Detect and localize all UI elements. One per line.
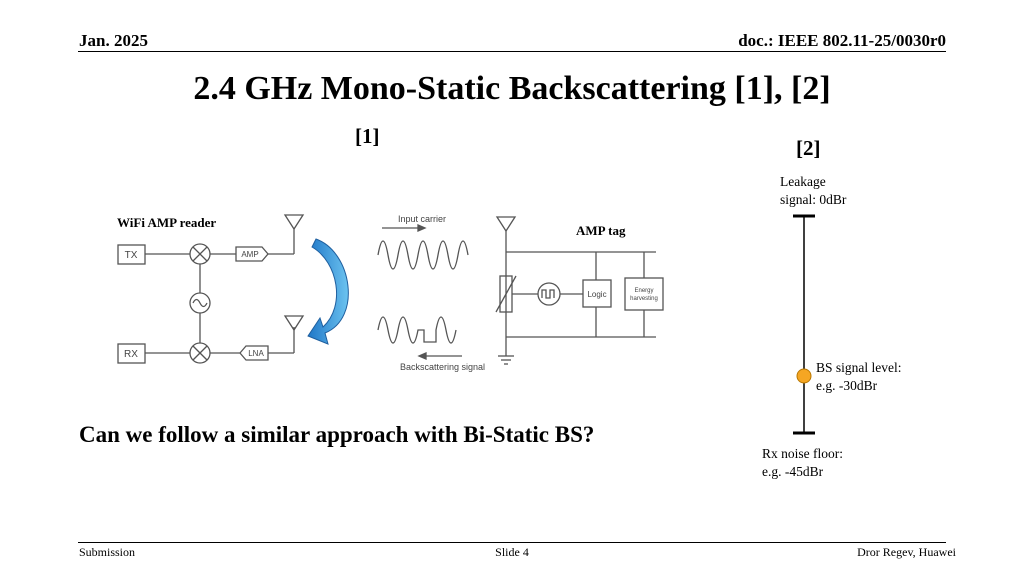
rx-antenna-icon [283,315,305,332]
energy-label-2: harvesting [630,296,658,302]
energy-label-1: Energy [634,288,653,294]
bs-line-1: BS signal level: [816,360,902,375]
signal-level-ladder [793,214,815,435]
header-rule [78,51,946,52]
tx-label: TX [125,250,138,261]
noise-line-1: Rx noise floor: [762,446,843,461]
tag-antenna-icon [495,216,517,233]
tag-label: AMP tag [576,223,626,238]
ref-2-marker: [2] [796,136,821,160]
energy-harvesting-block [624,277,664,311]
leakage-line-1: Leakage [780,174,826,189]
footer-slide-number: Slide 4 [495,545,529,559]
footer-author: Dror Regev, Huawei [857,545,956,559]
leakage-label: Leakage signal: 0dBr [780,173,846,209]
backscatter-wave [377,316,457,344]
lna-label: LNA [248,349,264,358]
header-doc-id: doc.: IEEE 802.11-25/0030r0 [738,31,946,50]
slide-title: 2.4 GHz Mono-Static Backscattering [1], … [193,70,831,107]
leakage-line-2: signal: 0dBr [780,192,847,207]
input-carrier-wave [377,240,469,270]
reflection-arrow-icon [307,238,349,345]
logic-block [582,279,612,308]
tx-antenna-icon [283,214,305,231]
footer-submission: Submission [79,545,136,559]
bs-line-2: e.g. -30dBr [816,378,878,393]
amp-label: AMP [241,250,258,259]
bs-signal-marker [796,368,812,384]
noise-line-2: e.g. -45dBr [762,464,824,479]
reader-label: WiFi AMP reader [117,215,217,230]
bs-level-label: BS signal level: e.g. -30dBr [816,359,902,395]
input-carrier-label: Input carrier [398,214,446,224]
amp-block [235,246,269,262]
header-date: Jan. 2025 [79,31,148,50]
question-text: Can we follow a similar approach with Bi… [79,422,595,447]
rx-label: RX [124,349,138,360]
footer-rule [78,542,946,543]
logic-label: Logic [587,290,606,299]
backscattering-signal-label: Backscattering signal [400,362,485,372]
ref-1-marker: [1] [355,124,380,148]
modulator-icon [537,282,561,306]
noise-floor-label: Rx noise floor: e.g. -45dBr [762,445,843,481]
